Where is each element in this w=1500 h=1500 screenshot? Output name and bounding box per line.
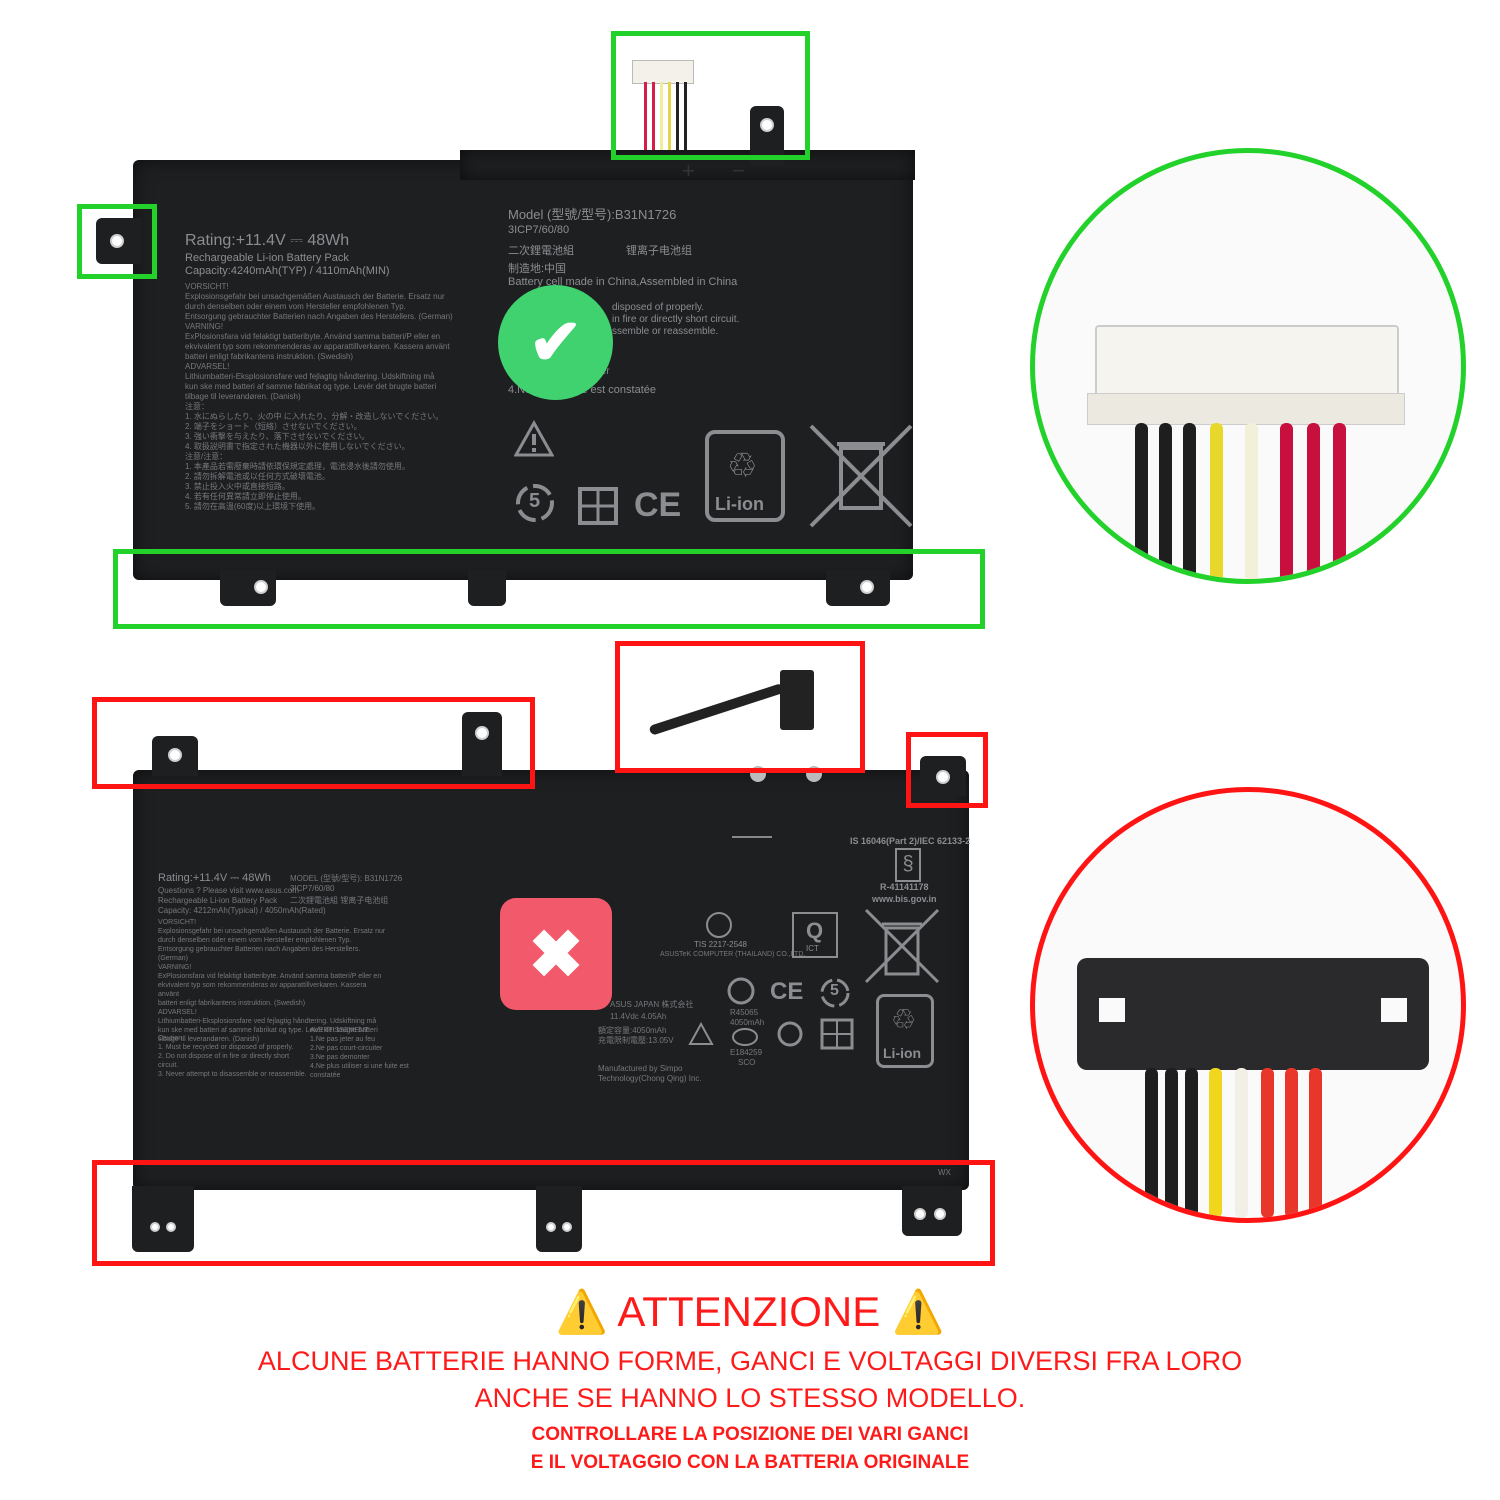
polarity-minus: − <box>732 158 745 183</box>
black-connector-housing <box>1077 958 1429 1070</box>
asus-japan: ASUS JAPAN 株式会社 <box>610 1000 694 1009</box>
warning-triangle-icon <box>514 420 554 457</box>
warning-line-1: ALCUNE BATTERIE HANNO FORME, GANCI E VOL… <box>257 1346 1243 1376</box>
bis-s-mark-icon: § <box>895 848 921 882</box>
top-capacity: Capacity:4240mAh(TYP) / 4110mAh(MIN) <box>185 265 390 277</box>
bottom-capacity: Capacity: 4212mAh(Typical) / 4050mAh(Rat… <box>158 906 326 915</box>
attention-title: ATTENZIONE <box>617 1288 881 1335</box>
bottom-battery-bottom-tab-3 <box>902 1186 962 1236</box>
bottom-cn-type: 二次鋰電池組 锂离子电池组 <box>290 896 389 905</box>
asustek-thailand: ASUSTeK COMPUTER (THAILAND) CO.,LTD. <box>660 951 806 958</box>
top-battery-bottom-tab-3 <box>826 570 890 606</box>
china-rohs-icon <box>578 487 618 525</box>
bottom-li-ion-label: Li-ion <box>883 1045 922 1061</box>
ok-check-icon: ✔ <box>498 285 613 400</box>
bottom-warning-triangle-icon <box>688 1022 714 1045</box>
sco: SCO <box>738 1058 756 1067</box>
e184259: E184259 <box>730 1048 763 1057</box>
bottom-ce-mark: CE <box>770 978 804 1005</box>
bottom-rating: Rating:+11.4V ⎓ 48Wh <box>158 872 271 884</box>
bottom-five-mark: 5 <box>830 982 839 999</box>
li-ion-label: Li-ion <box>715 494 764 514</box>
ul-recognized-icon <box>732 1028 758 1046</box>
tis-mark-icon <box>706 912 732 938</box>
r-number: R-41141178 <box>880 882 929 892</box>
top-cell-code: 3ICP7/60/80 <box>508 224 570 236</box>
top-cell-made: Battery cell made in China,Assembled in … <box>508 276 738 288</box>
warning-left-icon: ⚠️ <box>555 1288 609 1335</box>
li-ion-recycle-icon: ♲ Li-ion <box>705 430 785 522</box>
manufactured-by: Manufactured by Simpo Technology(Chong Q… <box>598 1064 702 1083</box>
bottom-cell-code: 3ICP7/60/80 <box>290 884 335 893</box>
ict-label: ICT <box>806 944 819 953</box>
bottom-vorsicht: VORSICHT! Explosionsgefahr bei unsachgem… <box>158 919 386 1043</box>
top-jp-notes: 注意： 1. 水にぬらしたり、火の中 に入れたり、分解・改造しないでください。 … <box>185 402 444 451</box>
warning-line-3: CONTROLLARE LA POSIZIONE DEI VARI GANCI <box>531 1424 969 1445</box>
weee-bin-icon <box>809 424 913 528</box>
top-made-in: 制造地:中国 <box>508 263 567 275</box>
bottom-china-rohs-icon <box>820 1018 854 1050</box>
warning-line-4: E IL VOLTAGGIO CON LA BATTERIA ORIGINALE <box>530 1452 970 1473</box>
bottom-pack: Rechargeable Li-ion Battery Pack <box>158 896 278 905</box>
top-pack: Rechargeable Li-ion Battery Pack <box>185 252 349 264</box>
polarity-plus: + <box>682 158 695 183</box>
top-caution-1: disposed of properly. <box>612 302 705 313</box>
warning-right-icon: ⚠️ <box>891 1288 945 1335</box>
bottom-li-ion-recycle-icon: ♲ Li-ion <box>876 994 934 1068</box>
top-model: Model (型號/型号):B31N1726 <box>508 207 677 222</box>
top-left-tab-highlight <box>77 204 157 279</box>
top-cn-type-1: 二次鋰電池組 <box>508 245 574 257</box>
bottom-weee-bin-icon <box>864 908 940 984</box>
bottom-battery-bottom-tab-2 <box>536 1186 582 1252</box>
top-vorsicht: VORSICHT! Explosionsgefahr bei unsachgem… <box>185 282 453 401</box>
bottom-connector-highlight <box>615 641 865 773</box>
bottom-recycle-5-icon <box>820 978 850 1008</box>
pse-mark-icon <box>727 977 755 1005</box>
bottom-battery-right-tab <box>920 756 966 796</box>
bad-cross-icon: ✖ <box>500 898 612 1010</box>
wx-mark: WX <box>938 1168 951 1177</box>
recycle-5-icon <box>516 484 554 522</box>
top-battery-bottom-tab-1 <box>220 570 276 606</box>
top-bottom-tabs-highlight <box>113 549 985 629</box>
top-caution-3: ssemble or reassemble. <box>612 326 719 337</box>
ce-mark: CE <box>634 486 682 524</box>
top-battery-bottom-tab-2 <box>468 570 506 606</box>
tis-code: TIS 2217-2548 <box>694 940 747 949</box>
bottom-bottom-tabs-highlight <box>92 1160 995 1266</box>
r45065-capacity: 4050mAh <box>730 1018 765 1027</box>
rated-cn: 額定容量:4050mAh 充電限制電壓:13.05V <box>598 1026 674 1045</box>
pc-mark-icon <box>777 1021 803 1047</box>
bottom-battery-top-tab-2 <box>462 712 502 776</box>
bottom-battery-top-tab-1 <box>152 736 198 776</box>
different-connector-zoom <box>1030 787 1466 1223</box>
attention-heading: ⚠️ ATTENZIONE ⚠️ <box>0 1288 1500 1337</box>
is-code: IS 16046(Part 2)/IEC 62133-2 <box>850 836 971 846</box>
top-battery-left-tab <box>96 218 141 264</box>
top-cn-notes: 注意/注意： 1. 本產品若需廢棄時請依環保規定處理，電池浸水後請勿使用。 2.… <box>185 452 410 511</box>
bottom-top-tabs-highlight <box>92 697 535 789</box>
warning-line-2: ANCHE SE HANNO LO STESSO MODELLO. <box>474 1383 1026 1413</box>
bottom-model: MODEL (型號/型号): B31N1726 <box>290 874 403 883</box>
bottom-avertissement: AVERTISSEMENT: 1.Ne pas jeter au feu 2.N… <box>310 1027 409 1079</box>
top-rating: Rating:+11.4V ⎓ 48Wh <box>185 232 350 249</box>
bottom-caution: Caution: 1. Must be recycled or disposed… <box>158 1035 307 1078</box>
bottom-battery-bottom-tab-1 <box>132 1186 194 1252</box>
r45065: R45065 <box>730 1008 759 1017</box>
bottom-connector-cable <box>630 660 840 760</box>
five-mark: 5 <box>529 490 541 512</box>
top-caution-2: in fire or directly short circuit. <box>612 314 740 325</box>
bottom-right-tab-highlight <box>906 732 988 808</box>
top-connector-cable <box>632 60 702 160</box>
bis-url: www.bis.gov.in <box>872 894 937 904</box>
top-connector-highlight <box>611 31 810 160</box>
voltage-jp: 11.4Vdc 4.05Ah <box>610 1012 667 1021</box>
original-connector-zoom <box>1030 148 1466 584</box>
ict-mark-icon: Q ICT <box>792 912 838 958</box>
top-cn-type-2: 锂离子电池组 <box>626 245 692 257</box>
bottom-questions: Questions ? Please visit www.asus.com <box>158 886 299 895</box>
